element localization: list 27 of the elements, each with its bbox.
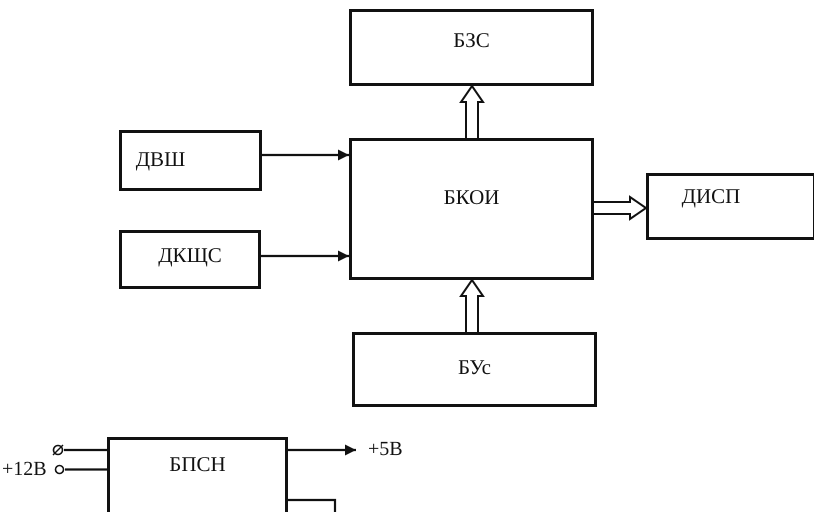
block-label: ДВШ [134,147,186,172]
block-label: БУс [457,355,492,380]
wire [64,448,107,452]
block-label: БЗС [452,28,491,53]
process-box [349,9,594,86]
arrow [288,444,356,456]
block-label: ДИСП [680,184,742,209]
hollow-arrow [459,84,485,139]
wire [65,468,107,471]
hollow-arrow [593,195,648,221]
voltage-label: +12В [2,458,47,481]
arrow [261,250,349,262]
block-label: БКОИ [442,185,500,210]
arrow [262,150,349,160]
sensor-box [119,130,262,191]
wire [288,498,336,512]
voltage-label: +5В [368,438,403,461]
sensor-box [119,230,261,289]
terminal-icon [52,444,64,456]
hollow-arrow [459,278,485,333]
display-box [646,173,814,240]
block-label: БПСН [168,452,227,477]
control-box [352,332,597,407]
power-supply-box [107,437,288,512]
process-box [349,138,594,280]
block-label: ДКЩС [157,243,223,268]
terminal-icon [54,464,65,475]
